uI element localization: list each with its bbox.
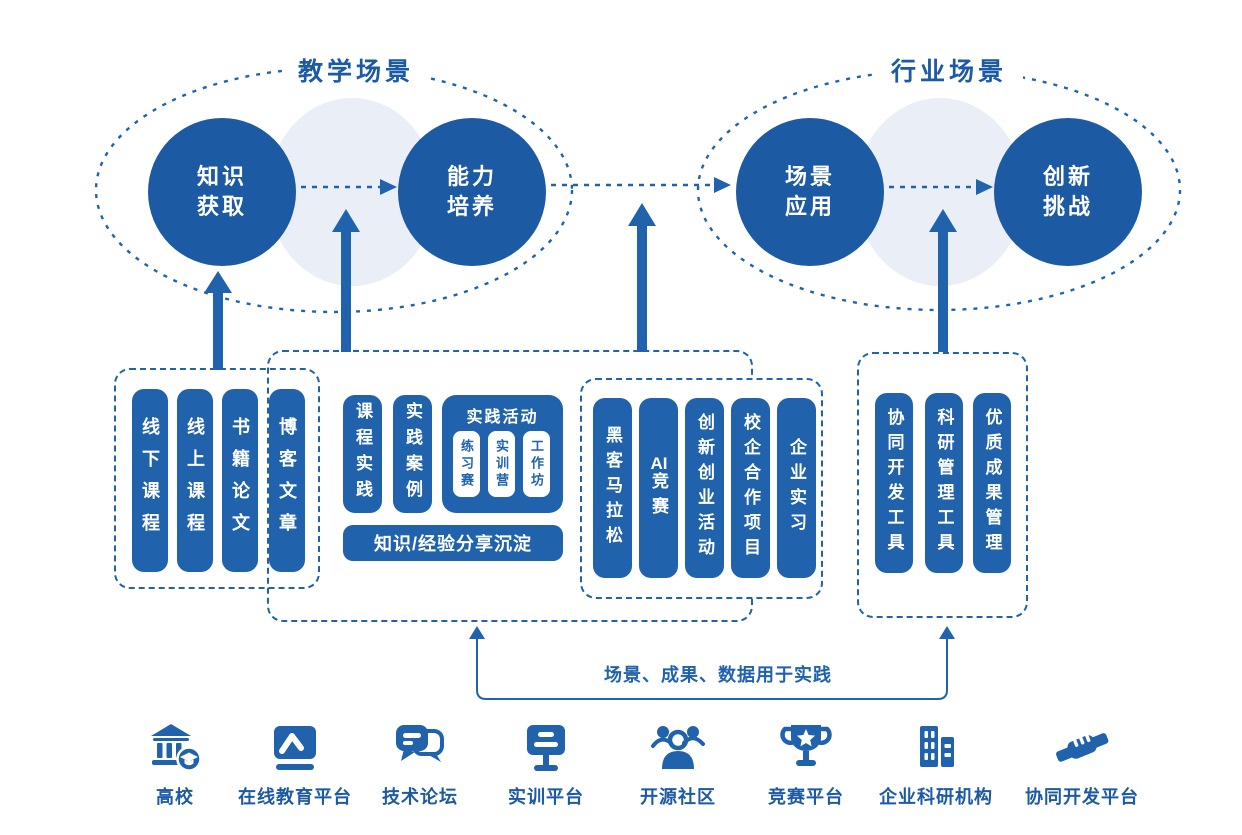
bracket-right-arrowhead (939, 626, 955, 639)
tech-forum-icon (396, 725, 444, 762)
innovation-challenge-circle: 创新 挑战 (994, 118, 1142, 266)
pill-hackathon: 黑客马拉松 (593, 398, 632, 578)
circle-line: 创新 (1042, 164, 1093, 190)
up-arrow-tools-head (929, 209, 957, 232)
pill-blog-articles: 博客文章 (269, 389, 305, 572)
platform-label: 在线教育平台 (238, 787, 352, 807)
enterprise-research-icon (920, 726, 954, 767)
arrowhead (976, 179, 993, 195)
tools-box (857, 352, 1028, 618)
circle-line: 获取 (196, 194, 247, 219)
pill-enterprise-internship: 企业实习 (777, 398, 816, 578)
open-source-community-icon (651, 726, 705, 769)
pill-innovation-entrepreneurship: 创新创业活动 (685, 398, 724, 578)
arrowhead (380, 179, 397, 195)
pill-school-enterprise-project: 校企合作项目 (731, 398, 770, 578)
bracket-left-arrowhead (469, 626, 485, 639)
collaborative-dev-icon (1055, 733, 1109, 762)
up-arrow-practice-head (332, 209, 360, 232)
ability-cultivation-circle: 能力 培养 (398, 118, 546, 266)
up-arrow-resources-head (204, 271, 232, 293)
pill-quality-results-mgmt: 优质成果管理 (973, 393, 1011, 573)
platform-label: 实训平台 (508, 787, 584, 807)
platform-label: 高校 (156, 787, 194, 807)
pill-practice-case: 实践案例 (393, 395, 432, 513)
platform-university: 高校 (147, 721, 203, 809)
platform-label: 开源社区 (640, 787, 716, 807)
up-arrow-industry-practice-head (628, 203, 656, 226)
scene-application-circle: 场景 应用 (736, 118, 884, 266)
up-arrow-practice-shaft (341, 230, 351, 352)
industry-scene-label: 行业场景 (874, 52, 1024, 88)
platform-label: 企业科研机构 (879, 787, 993, 807)
circle-line: 场景 (784, 164, 835, 190)
platform-training: 实训平台 (508, 721, 584, 809)
circle-line: 培养 (446, 194, 497, 219)
teaching-scene-label: 教学场景 (281, 52, 431, 88)
pill-workshop: 工作坊 (523, 431, 550, 497)
training-platform-icon (527, 725, 565, 771)
platform-label: 技术论坛 (382, 787, 458, 807)
pill-practice-match: 练习赛 (453, 431, 480, 497)
up-arrow-industry-practice-shaft (637, 224, 647, 352)
pill-books-papers: 书籍论文 (222, 389, 258, 572)
platform-collaborative-dev: 协同开发平台 (1025, 721, 1139, 809)
circle-line: 应用 (784, 194, 835, 219)
platform-competition: 竞赛平台 (768, 721, 844, 809)
circle-line: 能力 (446, 164, 497, 190)
pill-research-mgmt-tools: 科研管理工具 (925, 393, 963, 573)
circle-line: 知识 (196, 164, 247, 190)
up-arrow-resources-shaft (213, 291, 223, 370)
pill-offline-course: 线下课程 (132, 389, 168, 572)
pill-online-course: 线上课程 (177, 389, 213, 572)
platform-tech-forum: 技术论坛 (382, 721, 458, 809)
knowledge-sharing-bar: 知识/经验分享沉淀 (343, 525, 563, 561)
platform-enterprise-research: 企业科研机构 (879, 721, 993, 809)
arrowhead (714, 177, 731, 193)
platform-online-education: 在线教育平台 (238, 721, 352, 809)
feedback-bracket-label: 场景、成果、数据用于实践 (604, 665, 832, 685)
platform-open-source: 开源社区 (640, 721, 716, 809)
pill-collab-dev-tools: 协同开发工具 (875, 393, 913, 573)
platform-label: 协同开发平台 (1025, 787, 1139, 807)
platform-label: 竞赛平台 (768, 787, 844, 807)
university-icon (151, 724, 202, 772)
knowledge-acquisition-circle: 知识 获取 (148, 118, 296, 266)
up-arrow-tools-shaft (938, 230, 948, 352)
pill-training-camp: 实训营 (488, 431, 515, 497)
practice-activity-title: 实践活动 (466, 409, 539, 426)
circle-line: 挑战 (1042, 194, 1093, 219)
online-education-icon (274, 726, 316, 770)
competition-platform-icon (780, 725, 832, 766)
pill-course-practice: 课程实践 (343, 395, 382, 513)
